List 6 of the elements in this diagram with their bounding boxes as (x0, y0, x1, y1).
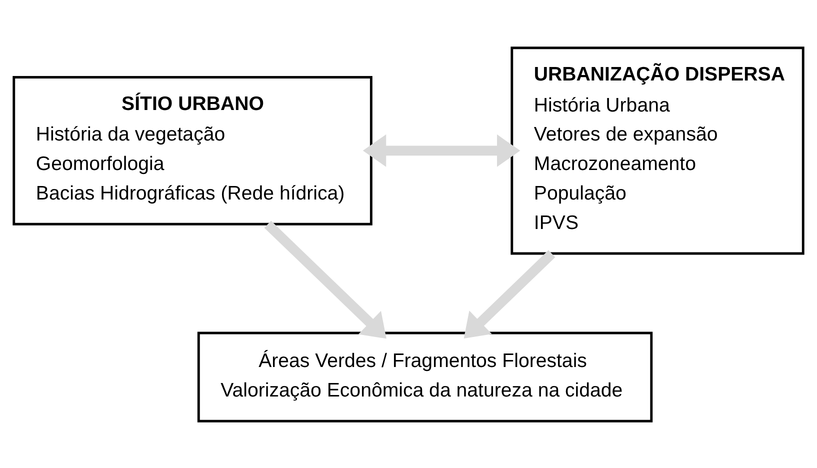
node-box: Áreas Verdes / Fragmentos Florestais Valorização Econômica da natureza na cidade (197, 331, 653, 422)
node-box: URBANIZAÇÃO DISPERSA História Urbana Vetores de expansão Macrozoneamento População IPVS (510, 46, 804, 254)
arrow (362, 134, 520, 166)
node-box: SÍTIO URBANO História da vegetação Geomorfologia Bacias Hidrográficas (Rede hídrica) (12, 76, 372, 225)
arrow (464, 250, 556, 338)
arrow (264, 220, 386, 338)
